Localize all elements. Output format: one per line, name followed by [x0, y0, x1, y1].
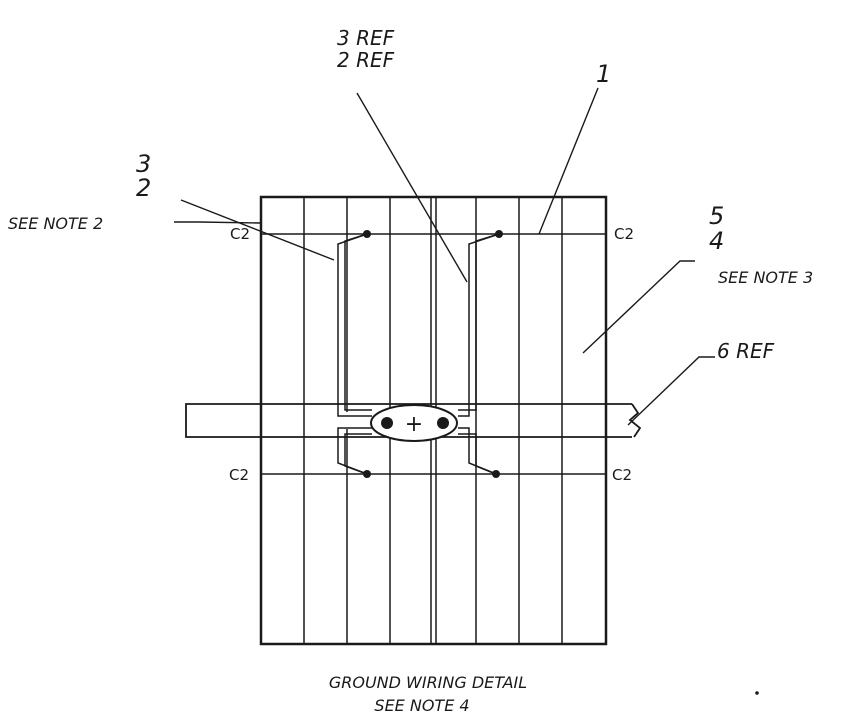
connector-lug-left [381, 417, 393, 429]
caption-note: SEE NOTE 4 [374, 696, 469, 715]
caption-title: GROUND WIRING DETAIL [329, 673, 527, 692]
callout-left-3: 3 [136, 150, 151, 178]
leader-lines [174, 87, 715, 426]
connector-plus-symbol: + [405, 412, 423, 437]
callout-right-4: 4 [709, 227, 724, 255]
stray-dot [755, 691, 759, 695]
c2-label-top-right: C2 [614, 225, 634, 243]
terminal-dots [363, 230, 503, 478]
ground-connector [370, 404, 458, 442]
callout-left-2: 2 [136, 174, 151, 202]
ground-wires [337, 233, 500, 475]
callout-1: 1 [596, 60, 611, 88]
callout-3-ref: 3 REF [337, 26, 395, 50]
callout-6-ref: 6 REF [717, 339, 775, 363]
c2-label-bottom-left: C2 [229, 466, 249, 484]
panel-outline [259, 195, 608, 646]
callout-2-ref: 2 REF [337, 48, 395, 72]
c2-label-bottom-right: C2 [612, 466, 632, 484]
callout-see-note-3: SEE NOTE 3 [718, 268, 813, 287]
callout-see-note-2: SEE NOTE 2 [8, 214, 103, 233]
callout-right-5: 5 [709, 202, 724, 230]
connector-lug-right [437, 417, 449, 429]
c2-label-top-left: C2 [230, 225, 250, 243]
